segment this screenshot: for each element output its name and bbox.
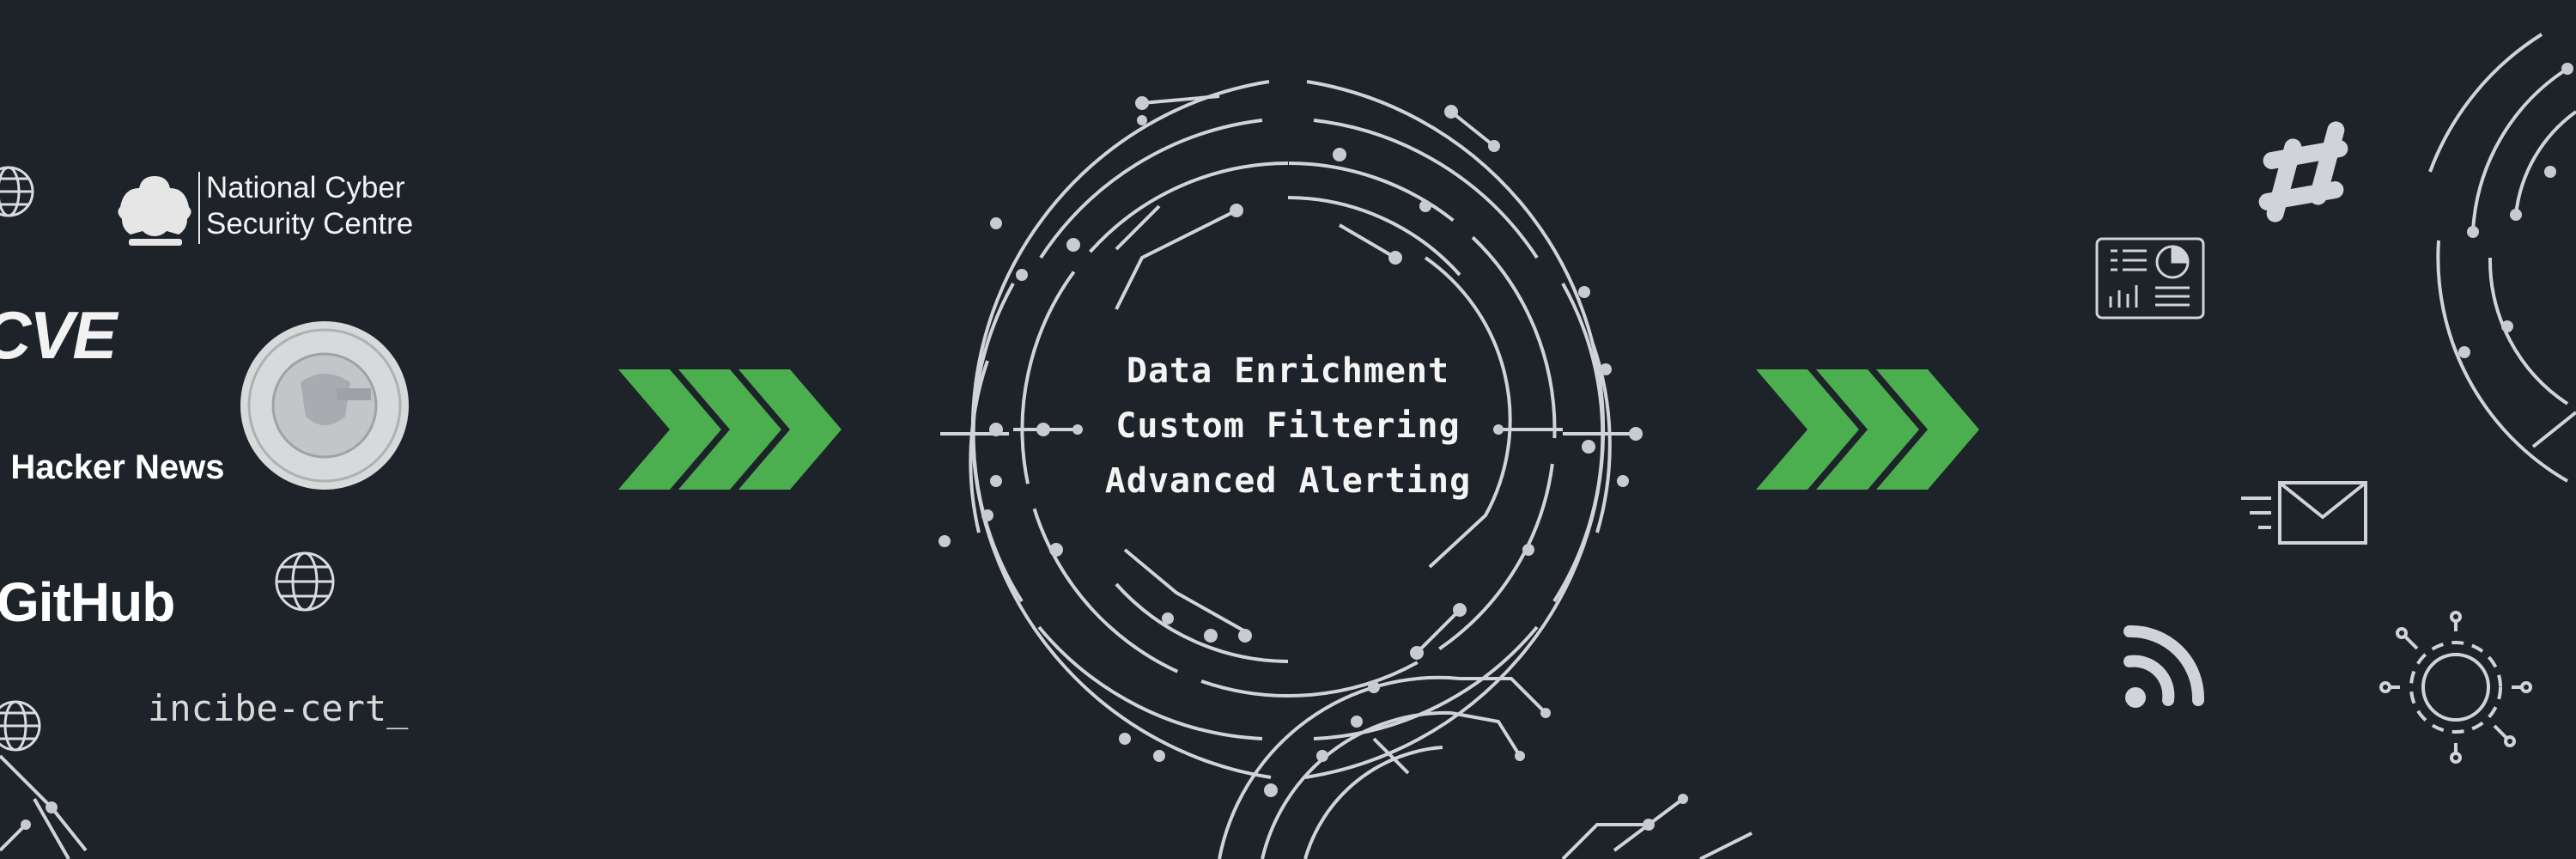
incibe-cert-logo: incibe-cert_ [148, 687, 409, 729]
lower-circuit-arcs [1218, 675, 1753, 859]
github-logo: GitHub [0, 571, 175, 633]
ncsc-line2: Security Centre [206, 207, 414, 241]
cisa-seal-icon [240, 321, 409, 490]
right-circuit-arcs [2428, 33, 2576, 483]
ncsc-logo-text: National Cyber Security Centre [206, 170, 413, 242]
hacker-news-logo: : Hacker News [0, 448, 225, 486]
globe-icon [275, 551, 335, 612]
globe-icon [0, 166, 34, 217]
api-icon [2379, 611, 2532, 764]
right-chevrons [1756, 369, 1979, 490]
center-circuit-ring [940, 80, 1636, 779]
left-circuit-lines [0, 754, 88, 859]
cve-logo: CVE [0, 297, 117, 373]
ncsc-line1: National Cyber [206, 171, 405, 204]
data-enrichment-label: Data Enrichment [1126, 351, 1450, 391]
rss-icon [2123, 624, 2205, 708]
email-icon [2241, 481, 2367, 545]
feature-labels: Data Enrichment Custom Filtering Advance… [1082, 344, 1494, 509]
advanced-alerting-label: Advanced Alerting [1104, 461, 1472, 501]
slack-icon [2258, 121, 2348, 222]
left-chevrons [618, 369, 841, 490]
dashboard-report-icon [2095, 237, 2205, 320]
custom-filtering-label: Custom Filtering [1115, 406, 1461, 446]
ncsc-divider [198, 172, 200, 244]
ncsc-crest-icon [118, 176, 191, 246]
globe-icon [0, 700, 41, 752]
